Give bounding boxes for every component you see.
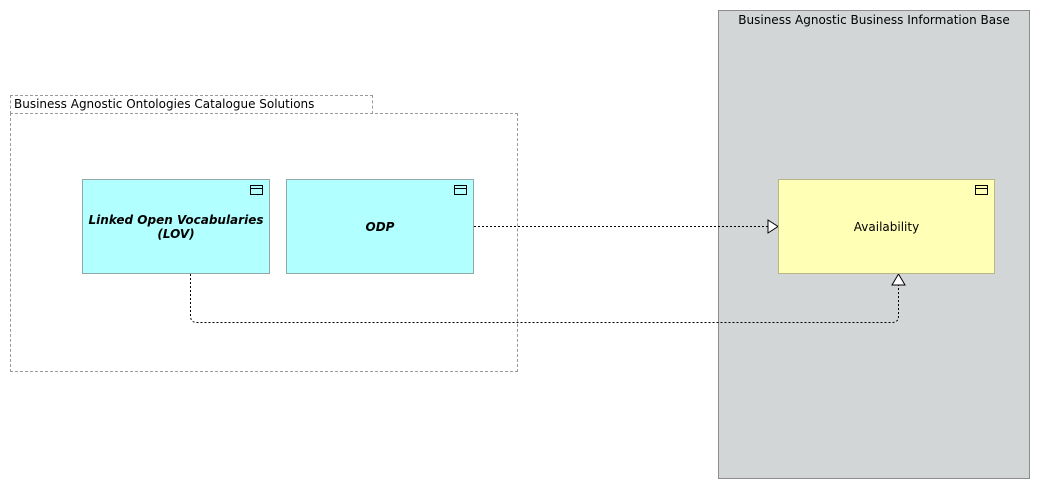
odp-application-component[interactable]: ODP: [286, 179, 474, 274]
realization-arrowhead-icon: [891, 273, 906, 286]
application-component-icon: [250, 185, 263, 195]
availability-business-object[interactable]: Availability: [778, 179, 995, 274]
ontologies-catalogue-group-tab[interactable]: [10, 95, 373, 114]
ontologies-catalogue-group[interactable]: [10, 113, 518, 372]
application-component-icon: [454, 185, 467, 195]
lov-application-component[interactable]: Linked Open Vocabularies (LOV): [82, 179, 270, 274]
availability-label: Availability: [853, 219, 920, 234]
odp-label: ODP: [365, 219, 395, 234]
business-information-base-label: Business Agnostic Business Information B…: [738, 13, 1010, 27]
ontologies-catalogue-group-label: Business Agnostic Ontologies Catalogue S…: [14, 97, 315, 111]
lov-label: Linked Open Vocabularies (LOV): [88, 212, 264, 241]
business-object-icon: [975, 185, 988, 195]
realization-arrowhead-icon: [767, 219, 779, 234]
edge-odp-to-availability[interactable]: [474, 219, 779, 234]
edge-lov-to-availability[interactable]: [190, 273, 906, 323]
